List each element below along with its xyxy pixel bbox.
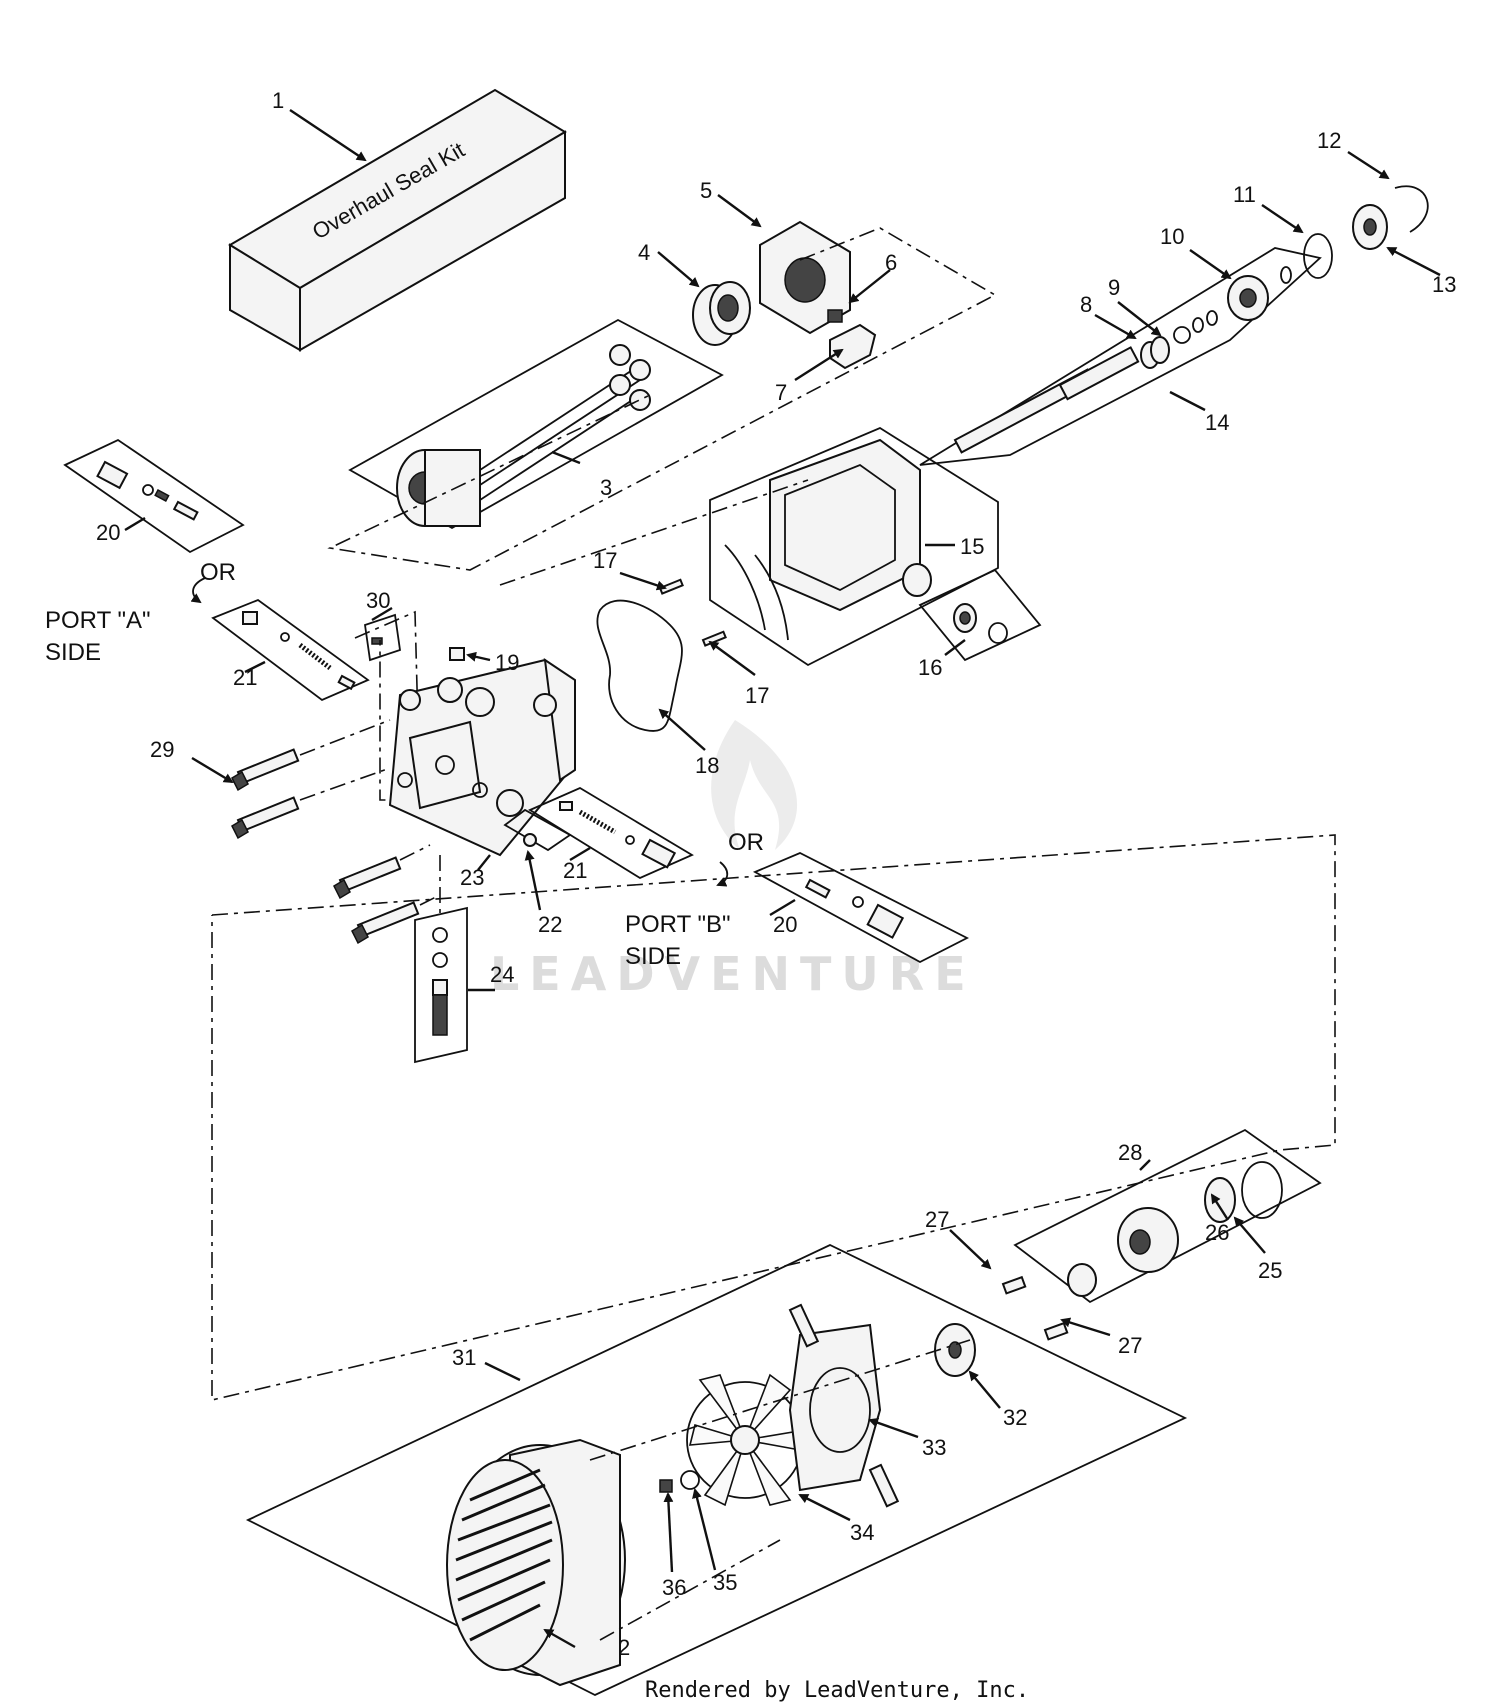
label-12: 12 — [1317, 128, 1341, 153]
label-27b: 27 — [1118, 1333, 1142, 1358]
label-11: 11 — [1233, 182, 1256, 207]
label-26: 26 — [1205, 1220, 1229, 1245]
part-13-bearing-bore — [1363, 218, 1377, 236]
label-15: 15 — [960, 534, 984, 559]
label-4: 4 — [638, 240, 650, 265]
label-8: 8 — [1080, 292, 1092, 317]
part-1-overhaul-seal-kit: Overhaul Seal Kit — [228, 88, 567, 352]
part-4-seal — [692, 281, 751, 346]
label-7: 7 — [775, 380, 787, 405]
label-17a: 17 — [593, 548, 617, 573]
part-16-shaft-seal — [918, 568, 1042, 662]
label-21b: 21 — [563, 858, 587, 883]
label-6: 6 — [885, 250, 897, 275]
part-30-plug — [364, 613, 401, 662]
label-35: 35 — [713, 1570, 737, 1595]
label-23: 23 — [460, 865, 484, 890]
or-label-a: OR — [200, 559, 236, 586]
label-16: 16 — [918, 655, 942, 680]
part-24-charge-relief — [414, 906, 468, 1064]
part-29-bolts — [231, 748, 420, 945]
part-15-housing — [709, 426, 999, 667]
label-27a: 27 — [925, 1207, 949, 1232]
part-17-dowel-pin-b — [701, 630, 727, 647]
part-23-center-section — [388, 657, 576, 857]
part-19-plug — [449, 647, 465, 661]
part-14-input-shaft-group — [919, 247, 1322, 466]
label-24: 24 — [490, 962, 514, 987]
part-21-relief-valve-port-b — [528, 786, 694, 880]
label-3: 3 — [600, 475, 612, 500]
label-17b: 17 — [745, 683, 769, 708]
watermark-text: LEADVENTURE — [490, 947, 976, 1001]
label-13: 13 — [1432, 272, 1456, 297]
part-27-bolt-a — [1001, 1275, 1027, 1295]
port-a-line1: PORT "A" — [45, 607, 151, 634]
label-19: 19 — [495, 650, 519, 675]
label-5: 5 — [700, 178, 712, 203]
label-31: 31 — [452, 1345, 476, 1370]
label-18: 18 — [695, 753, 719, 778]
label-36: 36 — [662, 1575, 686, 1600]
part-31-motor-fan-group — [245, 1244, 1188, 1697]
or-arrow-b — [716, 861, 729, 887]
port-a-line2: SIDE — [45, 639, 101, 666]
or-arrow-a — [190, 577, 206, 604]
label-20b: 20 — [773, 912, 797, 937]
leader-arrows — [124, 109, 1441, 1649]
part-3-rotating-group — [348, 318, 724, 530]
part-21-relief-valve-port-a — [211, 598, 370, 702]
part-18-gasket — [596, 599, 683, 732]
label-33: 33 — [922, 1435, 946, 1460]
label-34: 34 — [850, 1520, 874, 1545]
label-22: 22 — [538, 912, 562, 937]
label-32: 32 — [1003, 1405, 1027, 1430]
or-label-b: OR — [728, 829, 764, 856]
label-2: 2 — [618, 1635, 630, 1660]
part-6-7-trunnion — [827, 309, 877, 370]
label-21a: 21 — [233, 665, 257, 690]
part-5-swashplate — [759, 220, 851, 335]
label-14: 14 — [1205, 410, 1229, 435]
port-b-line2: SIDE — [625, 943, 681, 970]
part-number-labels: 1 2 3 4 5 6 7 8 9 10 11 12 13 14 15 16 1… — [96, 88, 1456, 1660]
part-27-bolt-b — [1043, 1321, 1069, 1341]
label-25: 25 — [1258, 1258, 1282, 1283]
label-1: 1 — [272, 88, 284, 113]
label-30: 30 — [366, 588, 390, 613]
label-10: 10 — [1160, 224, 1184, 249]
part-12-snap-ring — [1394, 185, 1429, 233]
part-20-check-valve-port-a — [63, 438, 245, 554]
label-28: 28 — [1118, 1140, 1142, 1165]
part-11-retaining-ring — [1303, 233, 1333, 279]
part-28-end-cap-group — [1013, 1128, 1322, 1304]
port-b-line1: PORT "B" — [625, 911, 731, 938]
leadventure-watermark: LEADVENTURE — [490, 720, 976, 1001]
label-29: 29 — [150, 737, 174, 762]
label-20a: 20 — [96, 520, 120, 545]
part-20-check-valve-port-b — [752, 852, 969, 964]
label-9: 9 — [1108, 275, 1120, 300]
credit-text: Rendered by LeadVenture, Inc. — [645, 1678, 1029, 1703]
